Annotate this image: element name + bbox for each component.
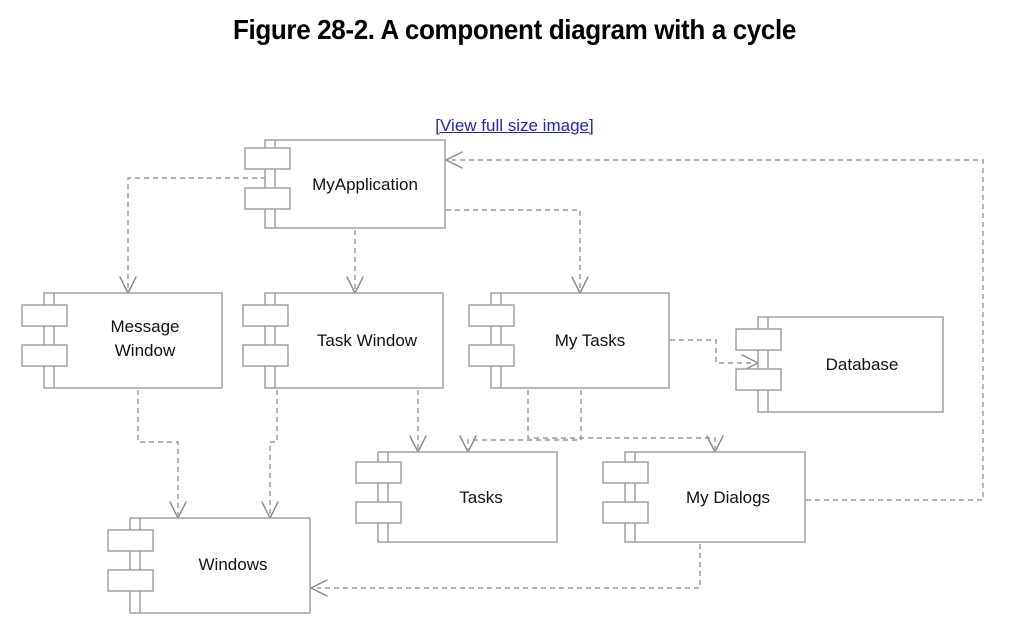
component-label-line1: Message [111, 317, 180, 336]
component-tab-lower-icon [735, 368, 782, 391]
component-label: Tasks [459, 488, 502, 507]
component-tab-lower-icon [242, 344, 289, 367]
diagram-svg: MyApplication Message Window Task Window… [21, 139, 984, 614]
component-windows[interactable]: Windows [107, 517, 311, 614]
dep-myapplication-to-message-window [127, 177, 275, 290]
component-tab-upper-icon [735, 328, 782, 351]
component-diagram: MyApplication Message Window Task Window… [0, 130, 1029, 632]
component-database[interactable]: Database [735, 316, 944, 413]
component-my-tasks[interactable]: My Tasks [468, 292, 670, 389]
component-body [377, 451, 558, 543]
component-tab-lower-icon [21, 344, 68, 367]
component-body [43, 292, 223, 389]
view-full-size-image-link[interactable]: [View full size image] [435, 116, 594, 135]
component-label: My Dialogs [686, 488, 770, 507]
component-label: Database [826, 355, 899, 374]
dep-task-window-to-windows [269, 390, 278, 515]
dep-myapplication-to-my-tasks [446, 209, 581, 290]
component-tab-lower-icon [602, 501, 649, 524]
component-tab-upper-icon [244, 147, 291, 170]
component-label: My Tasks [555, 331, 626, 350]
dep-my-dialogs-to-windows [317, 544, 701, 589]
dep-my-dialogs-to-myapplication-cycle [452, 159, 984, 501]
connector-layer [127, 159, 984, 589]
component-label-line2: Window [115, 341, 176, 360]
dep-my-tasks-to-database [670, 339, 752, 364]
component-body [757, 316, 944, 413]
component-tab-upper-icon [602, 461, 649, 484]
figure-title: Figure 28-2. A component diagram with a … [232, 14, 797, 45]
dep-message-window-to-windows [137, 390, 179, 515]
component-task-window[interactable]: Task Window [242, 292, 444, 389]
arrowhead-into-windows-from-my-dialogs [309, 579, 328, 597]
component-tab-lower-icon [468, 344, 515, 367]
component-tab-lower-icon [355, 501, 402, 524]
component-label: MyApplication [312, 175, 418, 194]
component-tasks[interactable]: Tasks [355, 451, 558, 543]
arrowhead-into-myapplication-cycle [444, 151, 463, 169]
component-tab-upper-icon [21, 304, 68, 327]
component-tab-upper-icon [107, 529, 154, 552]
component-tab-upper-icon [468, 304, 515, 327]
component-my-dialogs[interactable]: My Dialogs [602, 451, 806, 543]
component-body [264, 139, 446, 229]
component-body [624, 451, 806, 543]
component-myapplication[interactable]: MyApplication [244, 139, 446, 229]
component-tab-lower-icon [107, 569, 154, 592]
dep-my-tasks-to-tasks [467, 390, 582, 449]
component-tab-lower-icon [244, 187, 291, 210]
component-label: Windows [199, 555, 268, 574]
component-label: Task Window [317, 331, 418, 350]
component-body [490, 292, 670, 389]
component-body [129, 517, 311, 614]
component-tab-upper-icon [355, 461, 402, 484]
component-tab-upper-icon [242, 304, 289, 327]
component-body [264, 292, 444, 389]
component-message-window[interactable]: Message Window [21, 292, 223, 389]
